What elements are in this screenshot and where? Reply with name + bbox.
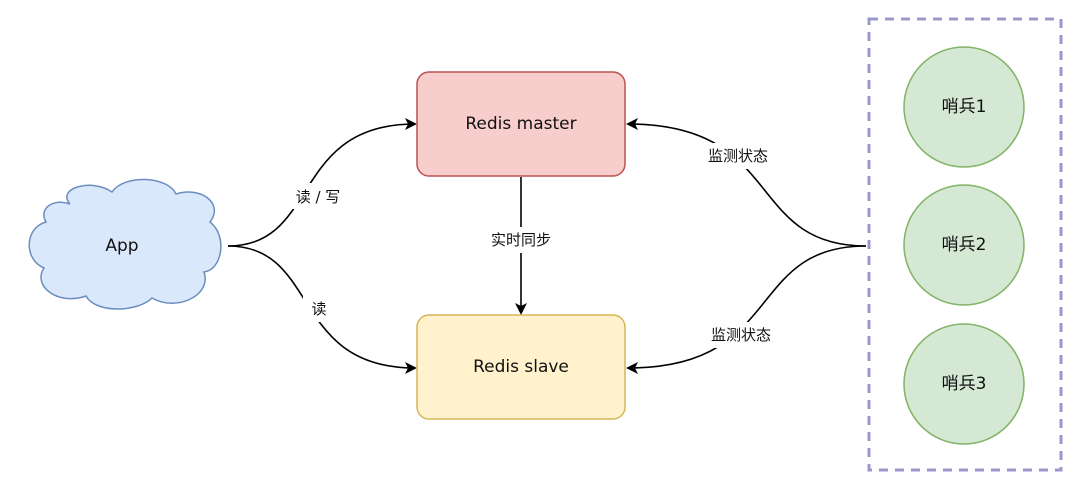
sentinel-label: 哨兵3: [942, 374, 987, 394]
edge-label-bg: [697, 322, 785, 348]
redis-master-box: [416, 71, 626, 177]
sentinel-label: 哨兵2: [942, 235, 987, 255]
sentinel-node-3: 哨兵3: [903, 323, 1025, 445]
edge-label-app-slave: 读: [311, 300, 326, 318]
redis-master-label: Redis master: [465, 114, 576, 134]
edge-label-bg: [694, 143, 782, 169]
edge-label-master-slave: 实时同步: [491, 231, 551, 249]
edge-label-sentinel-slave: 监测状态: [711, 326, 771, 344]
edge-sentinels-to-master: [626, 118, 867, 247]
redis-slave-box: [416, 314, 626, 420]
edge-label-bg: [303, 296, 335, 322]
edge-label-bg: [281, 183, 355, 209]
app-label: App: [105, 236, 138, 256]
app-node: App: [28, 178, 222, 310]
edge-label-sentinel-master: 监测状态: [708, 147, 768, 165]
sentinel-node-2: 哨兵2: [903, 184, 1025, 306]
edge-label-bg: [478, 227, 564, 253]
sentinel-circle: [903, 323, 1025, 445]
sentinel-label: 哨兵1: [942, 97, 987, 117]
redis-slave-label: Redis slave: [473, 357, 569, 377]
edge-label-app-master: 读 / 写: [296, 188, 341, 206]
sentinel-group-container: [867, 17, 1063, 472]
sentinel-node-1: 哨兵1: [903, 46, 1025, 168]
redis-slave-node: Redis slave: [416, 314, 626, 420]
sentinel-circle: [903, 46, 1025, 168]
redis-master-node: Redis master: [416, 71, 626, 177]
sentinel-circle: [903, 184, 1025, 306]
edge-sentinels-to-slave: [626, 245, 867, 374]
cloud-icon: [28, 178, 222, 310]
